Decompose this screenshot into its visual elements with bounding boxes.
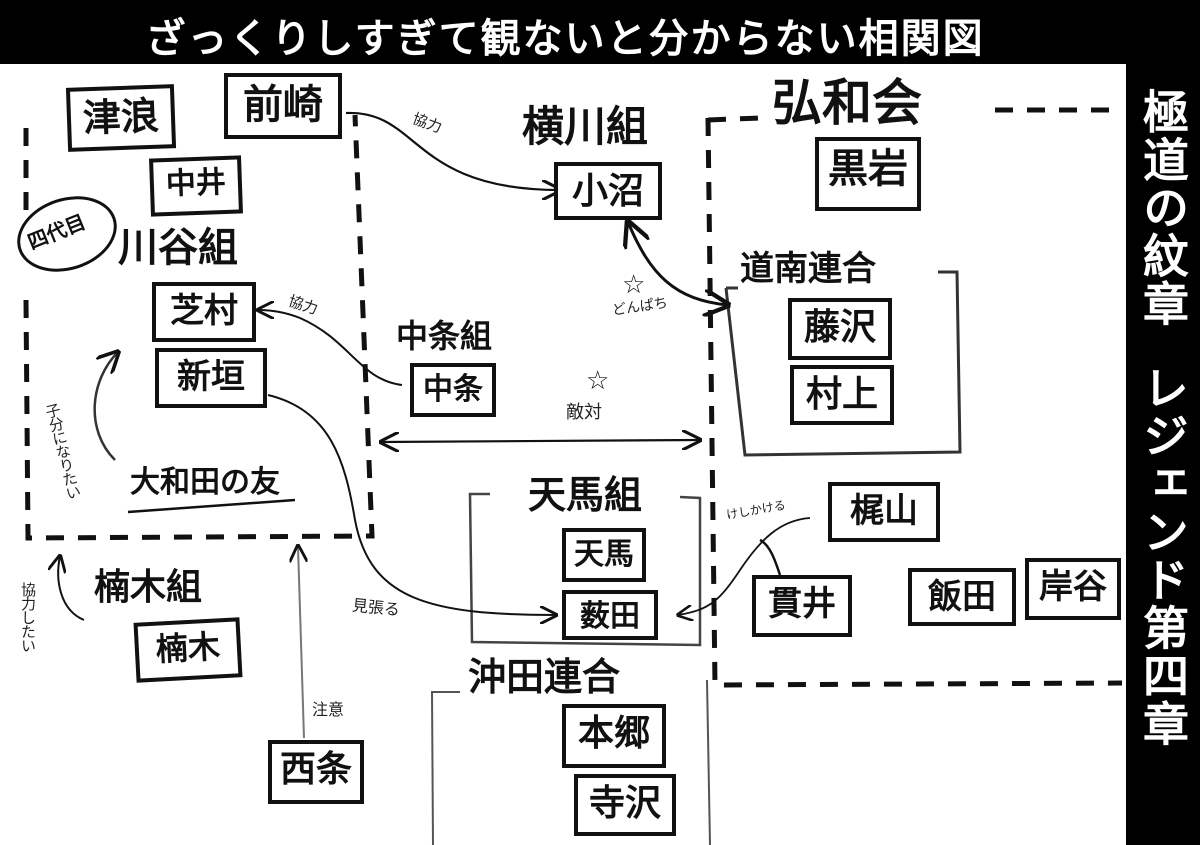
kouwakai-group-frame-left xyxy=(705,117,1123,688)
group-label-okita: 沖田連合 xyxy=(462,658,627,696)
side-title: 極道の紋章レジェンド第四章 xyxy=(1126,88,1200,748)
person-kusunoki: 楠木 xyxy=(133,617,243,683)
person-kishitani: 岸谷 xyxy=(1025,558,1121,620)
arrow-konuma-dounan xyxy=(628,222,728,305)
kouwakai-group-frame xyxy=(707,107,1122,123)
arrow-kajiyama-yabuta xyxy=(678,517,811,615)
person-konuma: 小沼 xyxy=(554,162,662,220)
person-shibamura: 芝村 xyxy=(152,282,256,342)
owada-underline xyxy=(127,498,296,514)
relation-label-niigaki-yabuta: 見張る xyxy=(351,595,401,620)
person-owada-friend: 大和田の友 xyxy=(130,465,280,500)
person-nakai: 中井 xyxy=(149,155,243,217)
person-niigaki: 新垣 xyxy=(155,348,267,408)
person-murakami: 村上 xyxy=(790,365,894,425)
star-icon: ☆ xyxy=(586,366,610,396)
title-bar: ざっくりしすぎて観ないと分からない相関図 xyxy=(0,0,1200,64)
group-label-kawatani: 川谷組 xyxy=(118,225,238,271)
group-label-nakajou: 中条組 xyxy=(396,317,493,355)
group-label-yokokawa: 横川組 xyxy=(522,102,649,151)
arrow-maezaki-konuma xyxy=(345,111,560,190)
kawatani-group-frame xyxy=(23,114,375,541)
person-terasawa: 寺沢 xyxy=(574,774,676,836)
person-nakajou: 中条 xyxy=(410,363,496,417)
relation-label-kusunoki-kawatani: 協力したい xyxy=(19,582,37,652)
okita-group-frame xyxy=(430,679,711,845)
person-hongou: 本郷 xyxy=(562,704,666,768)
side-title-part1: 極道の紋章 xyxy=(1136,88,1190,328)
tenma-group-frame xyxy=(468,492,702,647)
side-title-part2: レジェンド第四章 xyxy=(1136,364,1190,748)
person-fujisawa: 藤沢 xyxy=(788,298,892,360)
person-yabuta: 薮田 xyxy=(562,590,658,640)
arrow-enmity xyxy=(381,440,700,442)
relation-label-saijou-kawatani: 注意 xyxy=(312,700,345,719)
diagram-title: ざっくりしすぎて観ないと分からない相関図 xyxy=(145,16,985,62)
line-nukui-kajiyama xyxy=(759,538,782,576)
person-saijou: 西条 xyxy=(268,740,364,804)
group-label-tenma: 天馬組 xyxy=(522,476,649,514)
arrow-kusunoki-kawatani xyxy=(58,556,85,621)
person-tsunami: 津浪 xyxy=(65,84,177,152)
side-title-bar: 極道の紋章レジェンド第四章 xyxy=(1126,60,1200,845)
person-maezaki: 前崎 xyxy=(224,73,342,139)
group-label-kusunoki: 楠木組 xyxy=(94,567,203,608)
arrow-niigaki-yabuta xyxy=(267,394,556,615)
group-label-kouwakai: 弘和会 xyxy=(772,74,922,132)
person-iida: 飯田 xyxy=(908,568,1016,626)
group-label-dounan: 道南連合 xyxy=(740,249,876,289)
person-nukui: 貫井 xyxy=(752,575,852,637)
arrow-saijou-kawatani xyxy=(298,546,304,739)
person-kuroiwa: 黒岩 xyxy=(815,137,921,211)
person-tenma: 天馬 xyxy=(562,528,646,582)
star-icon: ☆ xyxy=(622,270,646,300)
relation-label-enmity: 敵対 xyxy=(566,402,602,423)
arrow-nakajou-shibamura xyxy=(258,310,403,386)
person-kajiyama: 梶山 xyxy=(828,482,940,542)
arrow-owada-niigaki xyxy=(93,352,118,461)
